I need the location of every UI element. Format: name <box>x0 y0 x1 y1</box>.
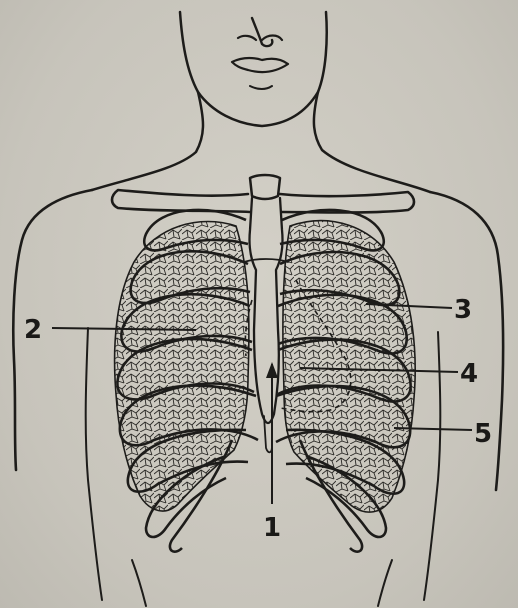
callout-label-4: 4 <box>460 359 478 389</box>
callout-labels: 1 2 3 4 5 <box>24 295 492 543</box>
callout-label-5: 5 <box>474 419 492 449</box>
neck-outline <box>92 92 430 192</box>
callout-label-3: 3 <box>454 295 472 325</box>
callout-arrowhead-1 <box>266 362 278 378</box>
callout-label-2: 2 <box>24 315 42 345</box>
lungs <box>115 221 416 512</box>
callout-label-1: 1 <box>263 513 281 543</box>
clavicles <box>112 190 414 213</box>
sternum <box>244 175 288 452</box>
right-lung <box>115 222 249 511</box>
